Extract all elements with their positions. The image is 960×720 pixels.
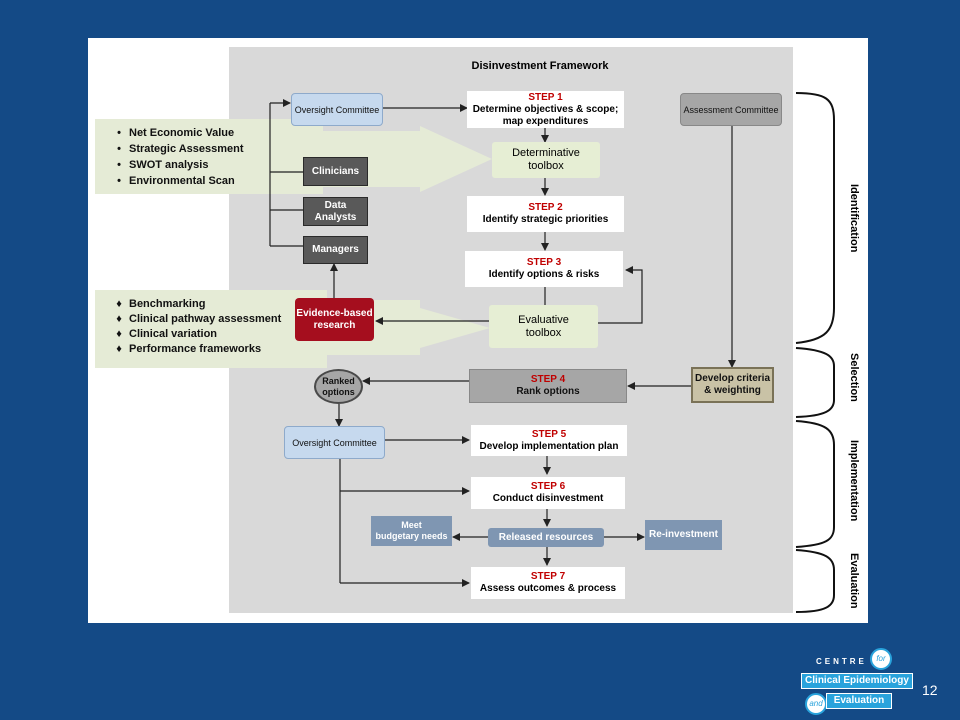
- evaluative-methods-list: ♦Benchmarking ♦Clinical pathway assessme…: [95, 290, 327, 368]
- list-item: •SWOT analysis: [117, 159, 209, 171]
- phase-selection: Selection: [848, 353, 860, 402]
- released-resources: Released resources: [488, 528, 604, 547]
- re-investment: Re-investment: [645, 520, 722, 550]
- phase-identification: Identification: [848, 184, 860, 253]
- list-item: ♦Clinical variation: [116, 328, 218, 340]
- develop-criteria-box: Develop criteria& weighting: [691, 367, 774, 403]
- page-number: 12: [922, 682, 938, 698]
- oversight-committee-bottom: Oversight Committee: [284, 426, 385, 459]
- phase-evaluation: Evaluation: [848, 553, 860, 609]
- phase-braces: [795, 92, 835, 613]
- oversight-committee-top: Oversight Committee: [291, 93, 383, 126]
- logo-for-circle: for: [870, 648, 892, 670]
- list-item: •Net Economic Value: [117, 127, 235, 139]
- list-item: •Environmental Scan: [117, 175, 235, 187]
- list-item: ♦Benchmarking: [116, 298, 206, 310]
- list-item: •Strategic Assessment: [117, 143, 244, 155]
- phase-implementation: Implementation: [848, 440, 860, 522]
- list-item: ♦Clinical pathway assessment: [116, 313, 282, 325]
- determinative-methods-list: •Net Economic Value •Strategic Assessmen…: [95, 119, 323, 194]
- logo-and-circle: and: [805, 693, 827, 715]
- list-item: ♦Performance frameworks: [116, 343, 262, 355]
- diagram-title: Disinvestment Framework: [471, 60, 609, 72]
- clinicians-box: Clinicians: [303, 157, 368, 186]
- managers-box: Managers: [303, 236, 368, 264]
- assessment-committee: Assessment Committee: [680, 93, 782, 126]
